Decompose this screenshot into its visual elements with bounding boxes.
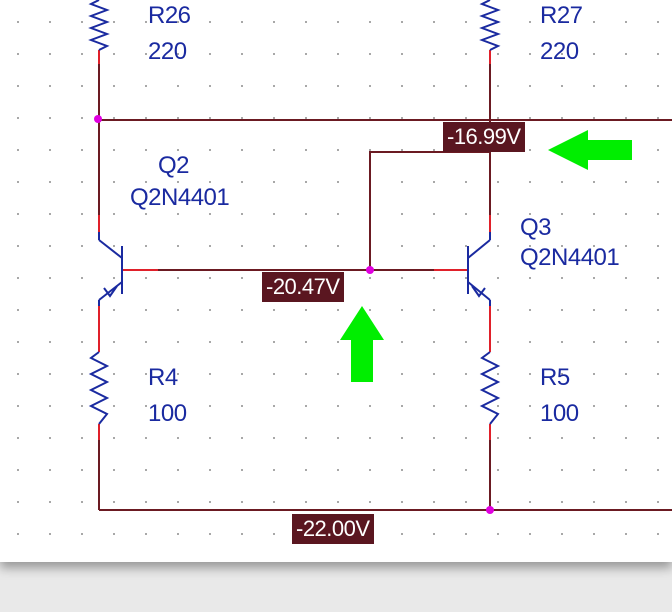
voltage-marker-bases[interactable]: -20.47V (262, 272, 344, 303)
r26-value-label: 220 (148, 38, 187, 65)
junction-base-node (366, 266, 374, 274)
resistor-r26 (88, 0, 110, 51)
voltage-marker-emitter-bottom[interactable]: -22.00V (292, 514, 374, 545)
junction-left-top (94, 115, 102, 123)
q3-ref-label: Q3 (520, 214, 552, 241)
q2-model-label: Q2N4401 (130, 184, 230, 211)
arrow-up-icon (340, 306, 384, 382)
resistor-r4 (88, 351, 110, 425)
r4-value-label: 100 (148, 400, 187, 427)
r26-ref-label: R26 (148, 2, 191, 29)
resistor-r5 (479, 351, 501, 425)
schematic-canvas: R26 220 R27 220 Q2 Q2N4401 Q3 Q2N4401 R4… (0, 0, 672, 562)
r5-ref-label: R5 (540, 364, 570, 391)
transistor-q2-symbol (98, 232, 123, 306)
q2-ref-label: Q2 (158, 152, 190, 179)
resistor-r27 (479, 0, 501, 51)
r27-value-label: 220 (540, 38, 579, 65)
arrow-left-icon (548, 130, 632, 170)
q3-model-label: Q2N4401 (520, 244, 620, 271)
voltage-marker-q3-collector[interactable]: -16.99V (443, 122, 525, 153)
r5-value-label: 100 (540, 400, 579, 427)
transistor-q3-symbol (467, 232, 491, 306)
schematic-drawing (88, 0, 672, 514)
r4-ref-label: R4 (148, 364, 178, 391)
junction-right-bottom (486, 506, 494, 514)
r27-ref-label: R27 (540, 2, 583, 29)
wire-feedback (369, 151, 490, 270)
